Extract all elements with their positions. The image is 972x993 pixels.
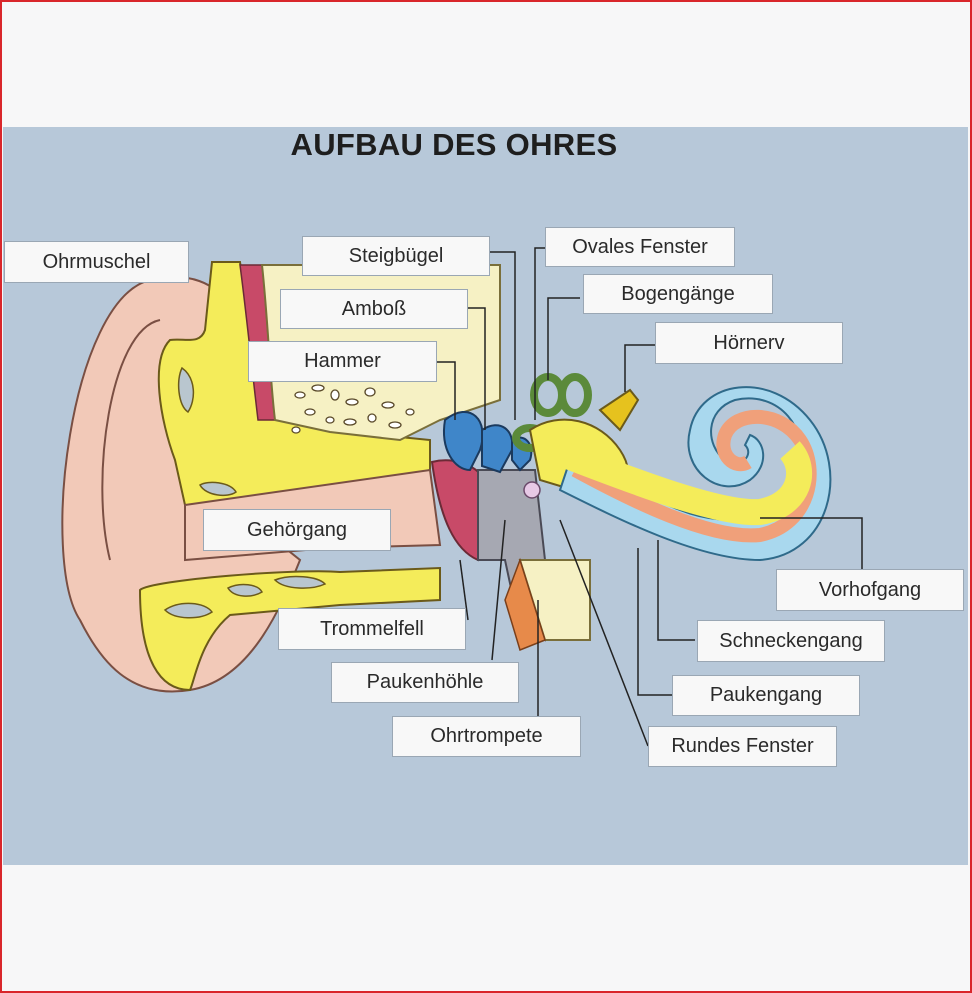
label-steigbuegel: Steigbügel <box>302 236 490 276</box>
auditory-nerve-shape <box>598 388 640 432</box>
label-trommelfell: Trommelfell <box>278 608 466 650</box>
label-paukenhoehle: Paukenhöhle <box>331 662 519 703</box>
label-rundes-fenster: Rundes Fenster <box>648 726 837 767</box>
label-gehoergang: Gehörgang <box>203 509 391 551</box>
anvil-bone <box>481 424 514 474</box>
leader-lines <box>437 247 863 747</box>
cartilage-slot-5 <box>273 575 327 589</box>
cartilage-slot-1 <box>177 366 195 414</box>
label-bogengaenge: Bogengänge <box>583 274 773 314</box>
cochlea-inner <box>560 441 813 526</box>
round-window-marker <box>523 481 541 499</box>
cartilage-lower <box>138 566 441 692</box>
label-amboss: Amboß <box>280 289 468 329</box>
label-schneckengang: Schneckengang <box>697 620 885 662</box>
cartilage-slot-2 <box>199 481 237 497</box>
label-hoernerv: Hörnerv <box>655 322 843 364</box>
label-ovales-fenster: Ovales Fenster <box>545 227 735 267</box>
label-hammer: Hammer <box>248 341 437 382</box>
mastoid-cells <box>291 384 415 434</box>
eustachian-wall <box>504 557 546 652</box>
pinna-inner-fold <box>101 319 161 561</box>
label-ohrmuschel: Ohrmuschel <box>4 241 189 283</box>
hammer-bone <box>443 410 484 472</box>
label-vorhofgang: Vorhofgang <box>776 569 964 611</box>
cartilage-slot-4 <box>226 583 263 597</box>
diagram-title: AUFBAU DES OHRES <box>290 127 618 162</box>
label-paukengang: Paukengang <box>672 675 860 716</box>
label-ohrtrompete: Ohrtrompete <box>392 716 581 757</box>
cartilage-slot-3 <box>163 602 214 619</box>
